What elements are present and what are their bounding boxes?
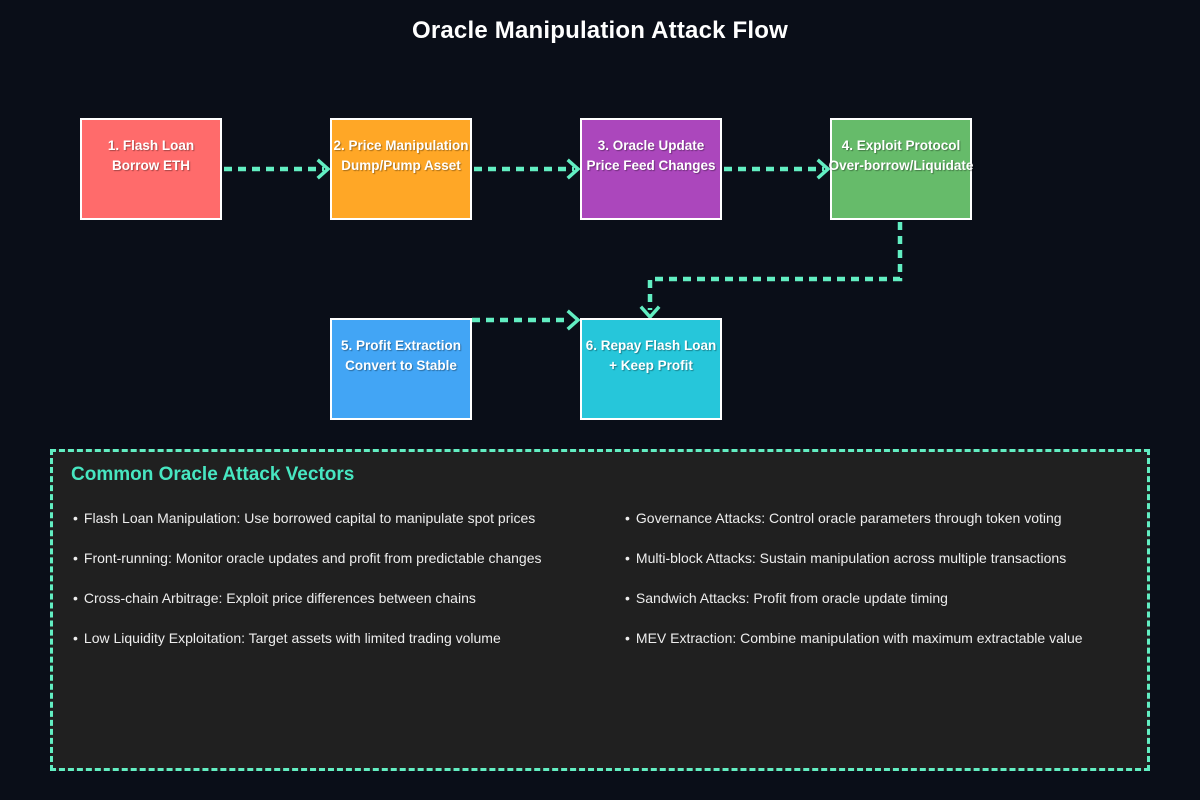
flow-node-repay-flash-loan: 6. Repay Flash Loan + Keep Profit: [580, 318, 722, 420]
list-item: • Sandwich Attacks: Profit from oracle u…: [625, 578, 1133, 618]
bullet-icon: •: [73, 550, 78, 566]
list-item: • Front-running: Monitor oracle updates …: [73, 538, 625, 578]
vector-text: MEV Extraction: Combine manipulation wit…: [635, 630, 1083, 646]
vector-text: Low Liquidity Exploitation: Target asset…: [83, 630, 501, 646]
node-label-line2: Over-borrow/Liquidate: [828, 158, 974, 173]
arrowhead-into-3: [566, 158, 581, 180]
node-label-line2: + Keep Profit: [609, 358, 693, 373]
flow-node-flash-loan: 1. Flash Loan Borrow ETH: [80, 118, 222, 220]
node-label-line1: 2. Price Manipulation: [333, 138, 469, 153]
list-item: • MEV Extraction: Combine manipulation w…: [625, 618, 1133, 658]
flow-node-profit-extraction: 5. Profit Extraction Convert to Stable: [330, 318, 472, 420]
attack-vectors-panel: Common Oracle Attack Vectors • Flash Loa…: [50, 449, 1150, 771]
list-item: • Cross-chain Arbitrage: Exploit price d…: [73, 578, 625, 618]
node-label-line2: Convert to Stable: [345, 358, 457, 373]
node-label-line1: 5. Profit Extraction: [340, 338, 462, 353]
arrowhead-into-6-top: [639, 305, 661, 320]
arrowhead-into-2: [316, 158, 331, 180]
flow-node-oracle-update: 3. Oracle Update Price Feed Changes: [580, 118, 722, 220]
node-label-line2: Dump/Pump Asset: [341, 158, 461, 173]
node-label-line1: 1. Flash Loan: [107, 138, 195, 153]
vector-column-left: • Flash Loan Manipulation: Use borrowed …: [73, 498, 625, 658]
vector-text: Flash Loan Manipulation: Use borrowed ca…: [83, 510, 536, 526]
arrowhead-into-4: [816, 158, 831, 180]
list-item: • Low Liquidity Exploitation: Target ass…: [73, 618, 625, 658]
bullet-icon: •: [625, 630, 630, 646]
vector-text: Governance Attacks: Control oracle param…: [635, 510, 1062, 526]
vector-text: Cross-chain Arbitrage: Exploit price dif…: [83, 590, 476, 606]
bullet-icon: •: [625, 590, 630, 606]
page-title: Oracle Manipulation Attack Flow: [411, 17, 789, 44]
bullet-icon: •: [73, 510, 78, 526]
panel-title: Common Oracle Attack Vectors: [71, 464, 355, 485]
node-label-line2: Price Feed Changes: [586, 158, 716, 173]
node-label-line1: 4. Exploit Protocol: [841, 138, 961, 153]
edge-4-to-6: [647, 222, 903, 310]
flow-node-price-manipulation: 2. Price Manipulation Dump/Pump Asset: [330, 118, 472, 220]
vector-text: Front-running: Monitor oracle updates an…: [83, 550, 542, 566]
node-label-line2: Borrow ETH: [111, 158, 190, 173]
list-item: • Governance Attacks: Control oracle par…: [625, 498, 1133, 538]
vector-text: Sandwich Attacks: Profit from oracle upd…: [635, 590, 948, 606]
bullet-icon: •: [625, 550, 630, 566]
node-label-line1: 3. Oracle Update: [597, 138, 705, 153]
vector-column-right: • Governance Attacks: Control oracle par…: [625, 498, 1133, 658]
bullet-icon: •: [73, 630, 78, 646]
arrowhead-into-6-left: [566, 309, 581, 331]
list-item: • Multi-block Attacks: Sustain manipulat…: [625, 538, 1133, 578]
flow-node-exploit-protocol: 4. Exploit Protocol Over-borrow/Liquidat…: [828, 118, 974, 220]
node-label-line1: 6. Repay Flash Loan: [585, 338, 717, 353]
vector-columns: • Flash Loan Manipulation: Use borrowed …: [73, 498, 1133, 658]
list-item: • Flash Loan Manipulation: Use borrowed …: [73, 498, 625, 538]
bullet-icon: •: [625, 510, 630, 526]
vector-text: Multi-block Attacks: Sustain manipulatio…: [635, 550, 1067, 566]
bullet-icon: •: [73, 590, 78, 606]
